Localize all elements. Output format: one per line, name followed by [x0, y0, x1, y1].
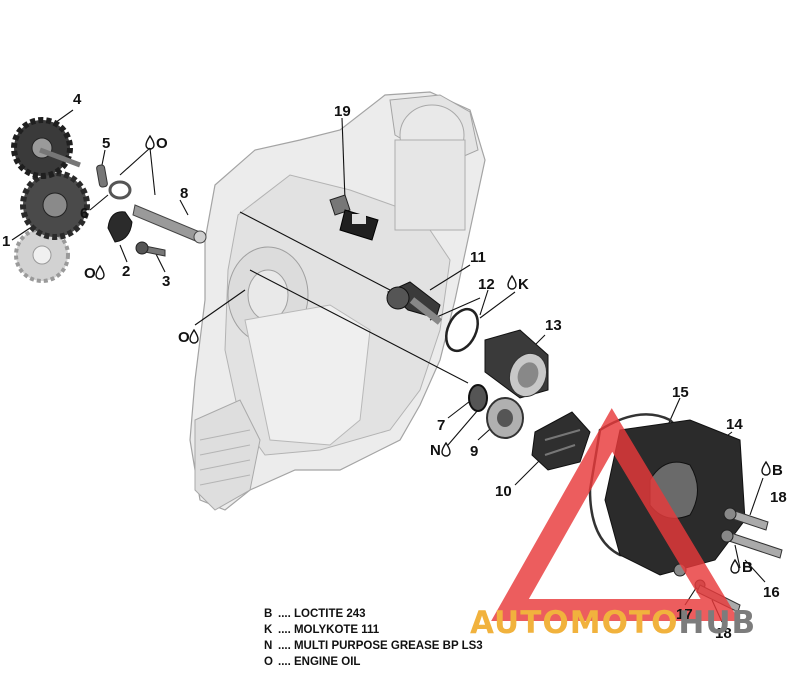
mark-b-mid: B: [742, 559, 753, 576]
legend-text: .... MOLYKOTE 111: [278, 624, 380, 636]
droplet-icon: [507, 274, 517, 290]
callout-12: 12: [478, 276, 495, 293]
callout-11: 11: [470, 249, 486, 266]
seal-and-sleeve: [445, 307, 549, 399]
legend-text: .... LOCTITE 243: [278, 608, 366, 620]
droplet-icon: [761, 460, 771, 476]
legend-row: B .... LOCTITE 243: [264, 606, 483, 622]
legend-code: K: [264, 624, 273, 636]
engine-housing: [189, 91, 486, 511]
callout-17: 17: [676, 606, 693, 623]
leader-lines: [11, 109, 766, 623]
small-left-parts: [96, 164, 207, 257]
legend-code: O: [264, 656, 273, 668]
callout-8: 8: [180, 185, 188, 202]
callout-15: 15: [672, 384, 689, 401]
callout-13: 13: [545, 317, 562, 334]
watermark-logo: AUTOMOTOHUB: [470, 605, 757, 641]
mark-o-top: O: [156, 135, 168, 152]
shaft-11: [386, 281, 443, 325]
callout-6: 6: [80, 205, 88, 222]
seal-bearing-impeller: [468, 384, 591, 471]
sensor-19: [329, 194, 379, 241]
droplet-icon: [441, 441, 451, 457]
callout-10: 10: [495, 483, 512, 500]
callout-18-right: 18: [770, 489, 787, 506]
callout-16: 16: [763, 584, 780, 601]
legend-text: .... MULTI PURPOSE GREASE BP LS3: [278, 640, 483, 652]
callout-5: 5: [102, 135, 110, 152]
watermark-part-auto: AUTO: [470, 605, 570, 641]
mark-k: K: [518, 276, 529, 293]
callout-14: 14: [726, 416, 743, 433]
mark-o-left: O: [84, 265, 96, 282]
mark-o-mid: O: [178, 329, 190, 346]
legend-row: K .... MOLYKOTE 111: [264, 622, 483, 638]
droplet-icon: [145, 134, 155, 150]
legend-row: O .... ENGINE OIL: [264, 654, 483, 670]
droplet-icon: [730, 558, 740, 574]
legend-text: .... ENGINE OIL: [278, 656, 361, 668]
gear-stack: [11, 117, 90, 283]
watermark-part-hub: HUB: [678, 605, 757, 641]
watermark-part-moto: MOTO: [569, 605, 679, 641]
legend: B .... LOCTITE 243 K .... MOLYKOTE 111 N..…: [264, 606, 483, 670]
callout-1: 1: [2, 233, 10, 250]
callouts: 1 2 3 4 5 6 7 8 9 10 11 12 13 14 15 16 1…: [2, 91, 787, 642]
callout-2: 2: [122, 263, 130, 280]
legend-code: B: [264, 608, 273, 620]
lube-marks: O O O K N B B: [84, 134, 783, 576]
callout-18-bottom: 18: [715, 625, 732, 642]
legend-code: N: [264, 640, 273, 652]
mark-n: N: [430, 442, 441, 459]
callout-7: 7: [437, 417, 445, 434]
droplet-icon: [95, 264, 105, 280]
mark-b-top: B: [772, 462, 783, 479]
legend-row: N .... MULTI PURPOSE GREASE BP LS3: [264, 638, 483, 654]
callout-4: 4: [73, 91, 82, 108]
callout-3: 3: [162, 273, 170, 290]
droplet-icon: [189, 328, 199, 344]
watermark-triangle: [491, 408, 740, 621]
callout-9: 9: [470, 443, 478, 460]
callout-19: 19: [334, 103, 351, 120]
